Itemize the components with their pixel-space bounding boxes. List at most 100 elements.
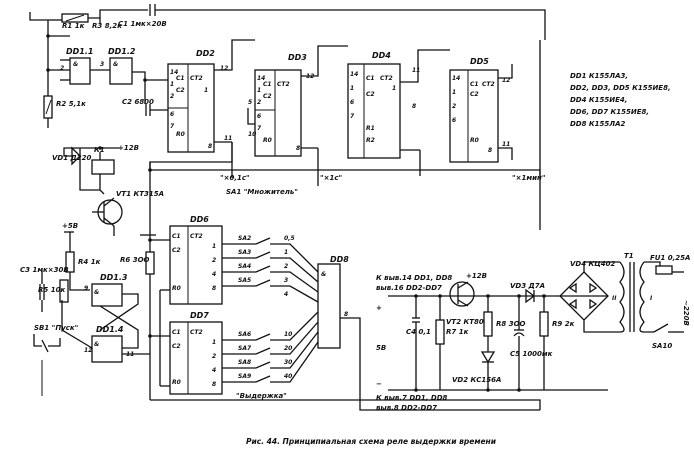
svg-text:14: 14 xyxy=(170,69,178,76)
svg-text:1: 1 xyxy=(452,89,456,96)
svg-text:С2: С2 xyxy=(172,343,181,350)
counter-dd3: DD3 14 1 2 6 7 С1 С2 R0 СТ2 12 8 xyxy=(254,53,314,157)
svg-text:SA3: SA3 xyxy=(238,249,251,256)
svg-text:9: 9 xyxy=(84,285,88,292)
svg-text:SA6: SA6 xyxy=(238,331,251,338)
counter-dd2: DD2 14 1 2 6 7 С1 С2 R0 СТ2 1 12 8 xyxy=(167,49,228,153)
svg-text:8: 8 xyxy=(344,311,348,318)
fu1-fuse xyxy=(655,265,673,275)
c1-label: С1 1мк×20В xyxy=(118,20,167,28)
svg-text:3: 3 xyxy=(100,61,104,68)
r7-resistor xyxy=(435,319,445,345)
r8-resistor xyxy=(483,311,493,337)
svg-text:С1: С1 xyxy=(263,81,272,88)
svg-text:6: 6 xyxy=(350,99,354,106)
svg-text:DD7: DD7 xyxy=(190,311,209,320)
legend-line-5: DD8 К155ЛА2 xyxy=(570,120,625,128)
svg-text:2: 2 xyxy=(257,99,261,106)
c4-label: С4 0,1 xyxy=(406,328,431,336)
svg-text:R0: R0 xyxy=(172,285,181,292)
pwr-minus-label: К выв.7 DD1, DD8 xyxy=(376,394,448,402)
svg-text:I: I xyxy=(650,295,653,302)
r2-label: R2 5,1к xyxy=(56,100,86,108)
svg-text:14: 14 xyxy=(452,75,460,82)
c5-label: С5 1000мк xyxy=(510,350,553,358)
svg-text:8: 8 xyxy=(412,103,416,110)
fu1-label: FU1 0,25А xyxy=(650,254,690,262)
c2-label: С2 6800 xyxy=(122,98,154,106)
t1-transformer xyxy=(619,261,625,333)
svg-text:С2: С2 xyxy=(470,91,479,98)
svg-text:2: 2 xyxy=(212,353,216,360)
dd1-3-gate xyxy=(91,283,123,307)
svg-text:С2: С2 xyxy=(176,87,185,94)
c3-label: С3 1мк×30В xyxy=(20,266,69,274)
svg-text:+: + xyxy=(376,304,382,312)
v12-label: +12В xyxy=(118,144,139,152)
svg-text:1: 1 xyxy=(204,87,208,94)
r3-label: R3 8,2к xyxy=(92,22,122,30)
svg-text:С1: С1 xyxy=(172,329,181,336)
svg-text:4: 4 xyxy=(284,291,288,298)
sb1-label: SB1 "Пуск" xyxy=(34,324,78,332)
svg-text:SA9: SA9 xyxy=(238,373,251,380)
svg-text:SA7: SA7 xyxy=(238,345,252,352)
svg-text:DD3: DD3 xyxy=(288,53,307,62)
svg-text:5: 5 xyxy=(248,99,252,106)
svg-text:2: 2 xyxy=(212,257,216,264)
r6-resistor xyxy=(145,251,155,275)
svg-text:СТ2: СТ2 xyxy=(277,81,290,88)
vt2-label: VT2 КТ807 xyxy=(446,318,489,326)
svg-text:4: 4 xyxy=(212,367,216,374)
dd1-3-label: DD1.3 xyxy=(100,273,128,282)
vd3-label: VD3 Д7А xyxy=(510,282,545,290)
pwr-plus-label: К выв.14 DD1, DD8 xyxy=(376,274,452,282)
svg-text:R2: R2 xyxy=(366,137,375,144)
svg-text:0,5: 0,5 xyxy=(284,235,295,242)
pwr-minus2-label: выв.8 DD2-DD7 xyxy=(376,404,437,412)
legend-line-4: DD6, DD7 К155ИЕ8, xyxy=(570,108,649,116)
counter-dd5: DD5 14 1 2 6 С1 С2 R0 СТ2 12 8 xyxy=(449,57,510,163)
svg-text:8: 8 xyxy=(212,381,216,388)
svg-text:С1: С1 xyxy=(172,233,181,240)
svg-text:1: 1 xyxy=(170,81,174,88)
mult-1m-label: "×1мин" xyxy=(512,174,546,182)
mult-1-label: "×1с" xyxy=(320,174,342,182)
r5-resistor xyxy=(59,279,69,303)
svg-text:&: & xyxy=(113,61,118,68)
svg-text:20: 20 xyxy=(284,345,292,352)
legend-line-1: DD1 К155ЛА3, xyxy=(570,72,628,80)
svg-text:1: 1 xyxy=(212,243,216,250)
svg-text:&: & xyxy=(321,271,326,278)
svg-text:14: 14 xyxy=(350,71,358,78)
r1-label: R1 1к xyxy=(62,22,85,30)
svg-text:30: 30 xyxy=(284,359,292,366)
svg-text:11: 11 xyxy=(126,351,134,358)
svg-text:С2: С2 xyxy=(366,91,375,98)
svg-text:1: 1 xyxy=(257,87,261,94)
svg-text:II: II xyxy=(612,295,617,302)
counter-dd7: DD7 С1 С2 R0 СТ2 1 2 4 8 xyxy=(169,311,223,395)
r5-label: R5 10к xyxy=(38,286,65,294)
sa1-label: SA1 "Множитель" xyxy=(226,188,298,196)
svg-text:8: 8 xyxy=(488,147,492,154)
dd1-4-gate xyxy=(91,335,123,363)
svg-text:СТ2: СТ2 xyxy=(482,81,495,88)
svg-text:С1: С1 xyxy=(366,75,375,82)
svg-text:6: 6 xyxy=(452,117,456,124)
svg-text:1: 1 xyxy=(284,249,288,256)
r4-label: R4 1к xyxy=(78,258,101,266)
dd1-2-label: DD1.2 xyxy=(108,47,136,56)
vd2-label: VD2 КС156А xyxy=(452,376,501,384)
svg-text:7: 7 xyxy=(170,123,175,130)
dd8-gate xyxy=(317,263,341,349)
svg-text:SA4: SA4 xyxy=(238,263,251,270)
selector-switches xyxy=(222,237,319,383)
svg-text:6: 6 xyxy=(170,111,174,118)
svg-text:2: 2 xyxy=(284,263,288,270)
sa10-label: SA10 xyxy=(652,342,672,350)
svg-text:10: 10 xyxy=(248,131,256,138)
r6-label: R6 3ОО xyxy=(120,256,150,264)
svg-text:R0: R0 xyxy=(263,137,272,144)
svg-text:8: 8 xyxy=(208,143,212,150)
